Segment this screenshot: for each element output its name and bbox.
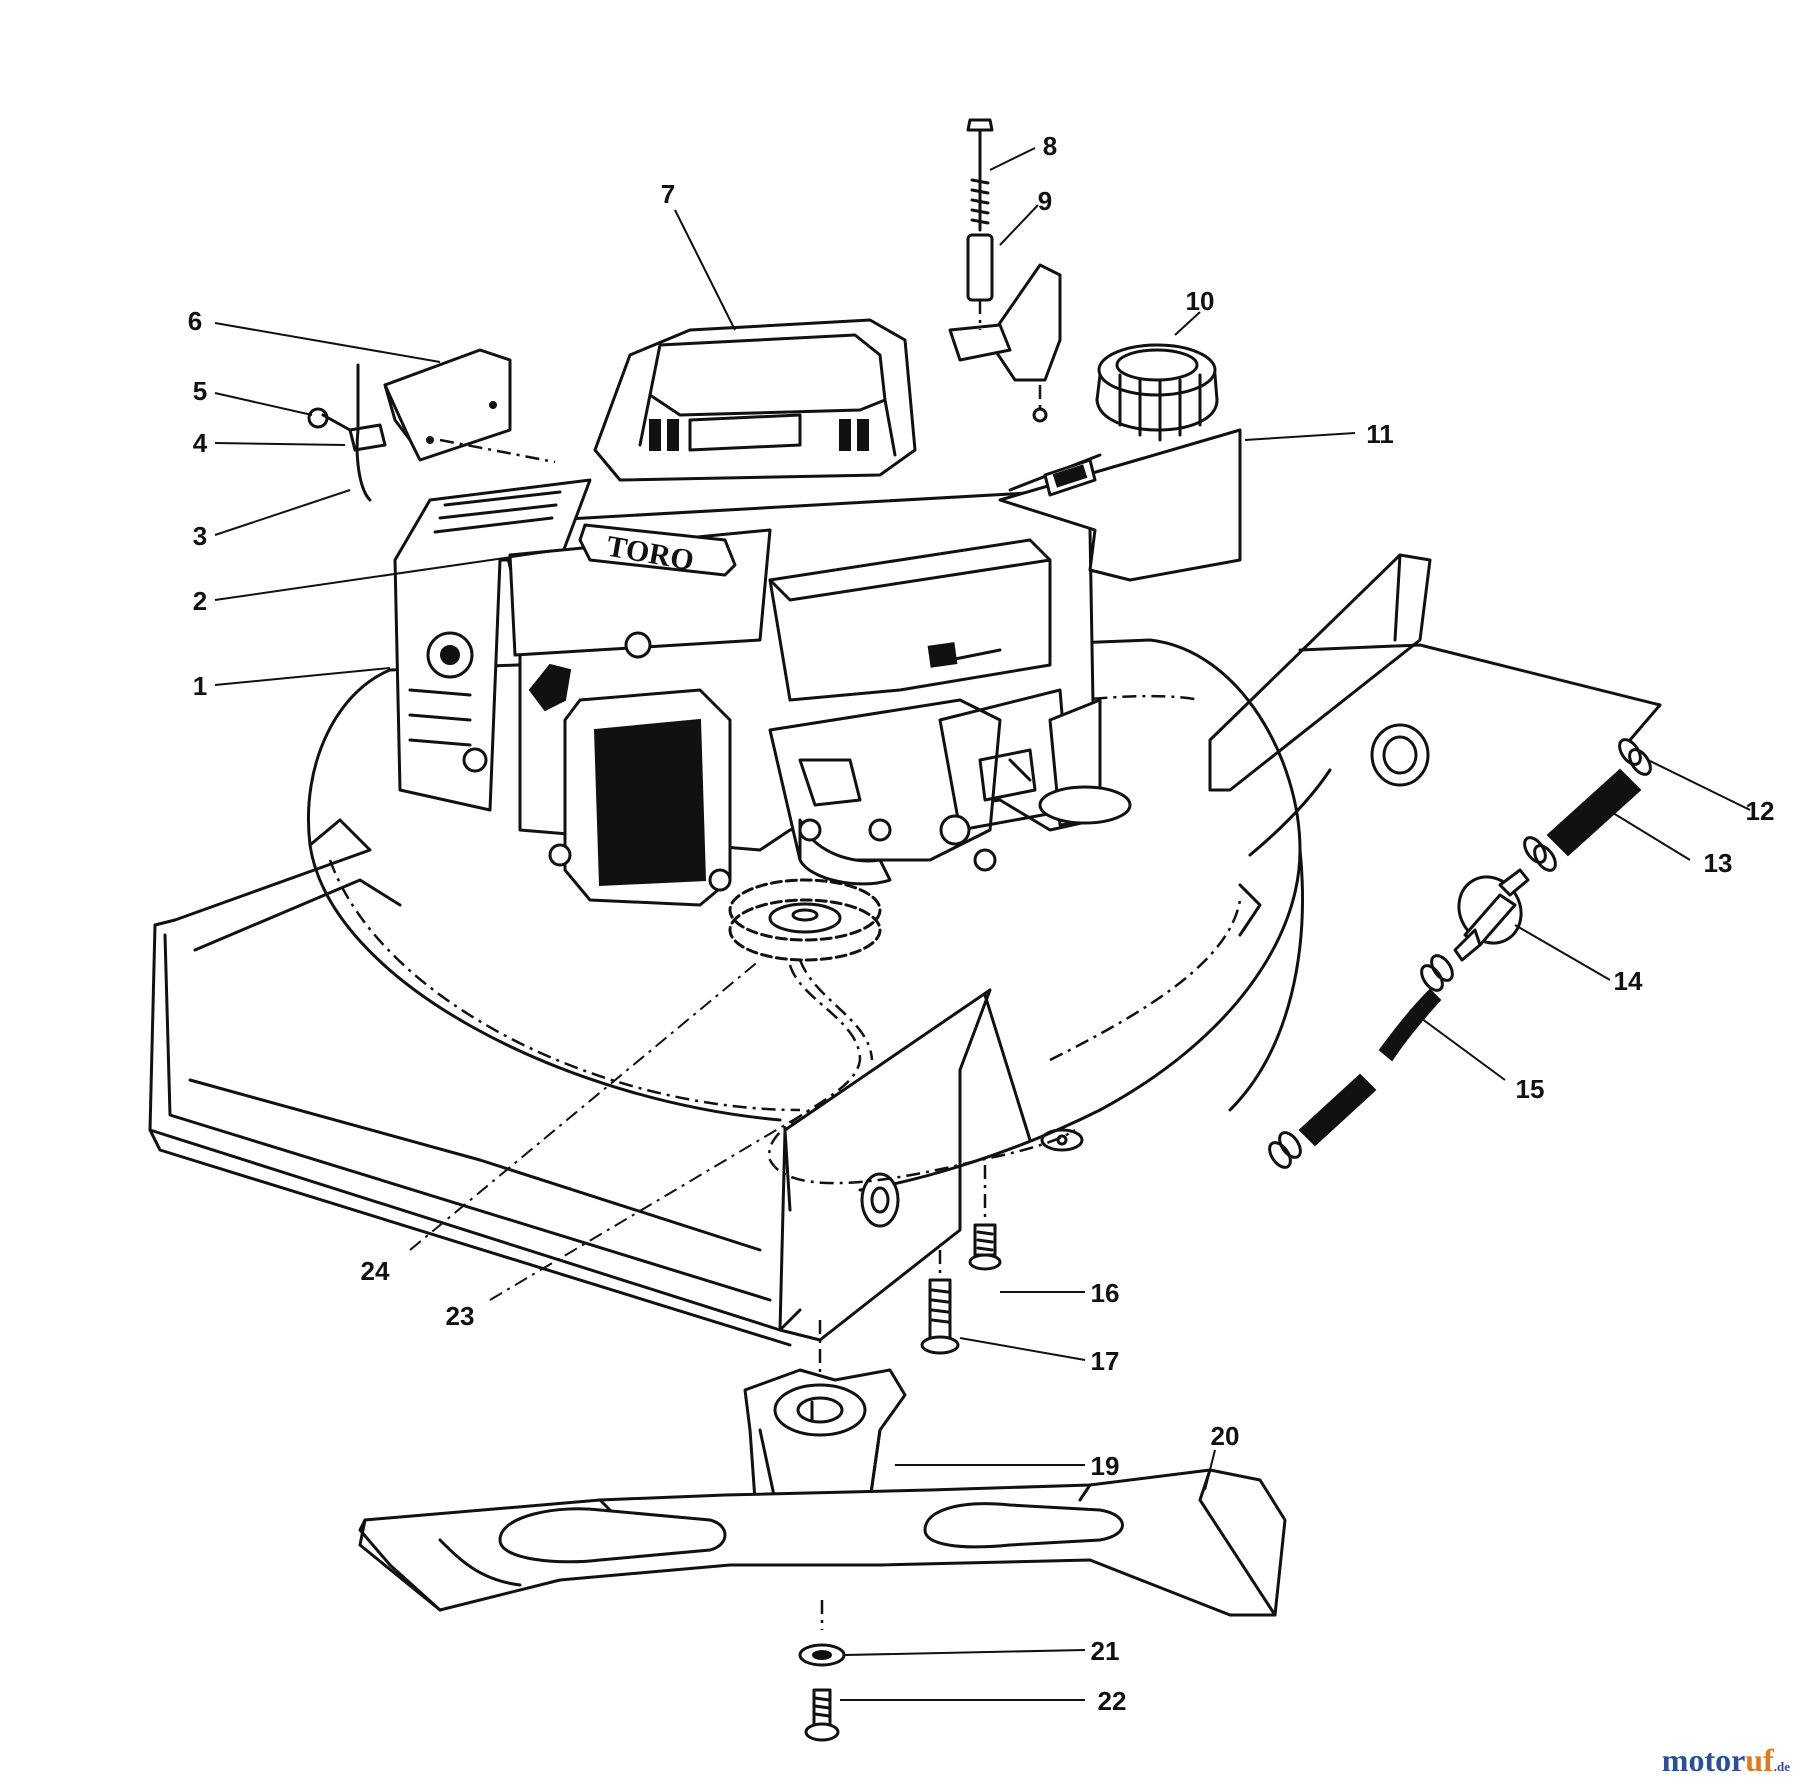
deck-bolts <box>818 1165 1002 1390</box>
blade-adapter <box>743 1368 907 1522</box>
vent-slot-4 <box>857 419 869 451</box>
cable-bracket <box>307 348 556 502</box>
handle-mount <box>948 118 1062 423</box>
callout-numbers: 1 2 3 4 5 6 7 8 9 10 11 12 13 14 15 16 1… <box>188 131 1775 1716</box>
blade-bolt <box>798 1600 846 1742</box>
callout-21: 21 <box>1091 1636 1120 1666</box>
fuel-line-assembly <box>1268 643 1662 1169</box>
callout-19: 19 <box>1091 1451 1120 1481</box>
pulley <box>728 878 882 962</box>
callout-2: 2 <box>193 586 207 616</box>
watermark-part-a: motor <box>1661 1742 1746 1778</box>
callout-20: 20 <box>1211 1421 1240 1451</box>
watermark-suffix: .de <box>1773 1759 1790 1774</box>
callout-16: 16 <box>1091 1278 1120 1308</box>
vent-slot-3 <box>839 419 851 451</box>
muffler <box>548 688 732 907</box>
callout-1: 1 <box>193 671 207 701</box>
callout-13: 13 <box>1704 848 1733 878</box>
callout-11: 11 <box>1366 419 1394 449</box>
callout-15: 15 <box>1516 1074 1545 1104</box>
callout-14: 14 <box>1614 966 1643 996</box>
vent-slot-2 <box>667 419 679 451</box>
callout-12: 12 <box>1746 796 1775 826</box>
callout-7: 7 <box>661 179 675 209</box>
callout-23: 23 <box>446 1301 475 1331</box>
leader-lines <box>214 147 1751 1701</box>
vent-slot-1 <box>649 419 661 451</box>
callout-8: 8 <box>1043 131 1057 161</box>
callout-10: 10 <box>1186 286 1215 316</box>
callout-6: 6 <box>188 306 202 336</box>
callout-4: 4 <box>193 428 208 458</box>
callout-17: 17 <box>1091 1346 1120 1376</box>
watermark-logo: motoruf.de <box>1662 1742 1790 1779</box>
callout-5: 5 <box>193 376 207 406</box>
fuel-cap <box>1095 343 1219 442</box>
mower-blade <box>358 1468 1287 1617</box>
callout-3: 3 <box>193 521 207 551</box>
callout-24: 24 <box>361 1256 390 1286</box>
callout-22: 22 <box>1098 1686 1127 1716</box>
engine: TORO <box>393 318 1242 907</box>
callout-9: 9 <box>1038 186 1052 216</box>
watermark-part-b: uf <box>1745 1742 1774 1778</box>
control-cable <box>768 959 1084 1185</box>
